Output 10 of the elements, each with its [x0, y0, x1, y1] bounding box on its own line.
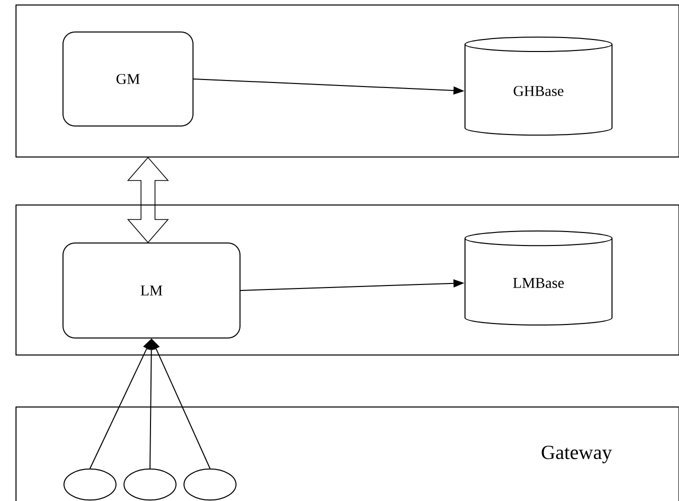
database-cylinder: LMBase [464, 230, 612, 326]
layer-band: Gateway [16, 406, 679, 501]
database-cylinder: GHBase [464, 36, 612, 136]
ellipse-shape [184, 468, 236, 500]
band-box [16, 4, 679, 158]
ellipse-shape [124, 468, 176, 500]
band-box [16, 204, 679, 356]
process-box: LM [62, 242, 240, 338]
ellipse-shape [64, 468, 116, 500]
process-box: GM [62, 32, 194, 126]
